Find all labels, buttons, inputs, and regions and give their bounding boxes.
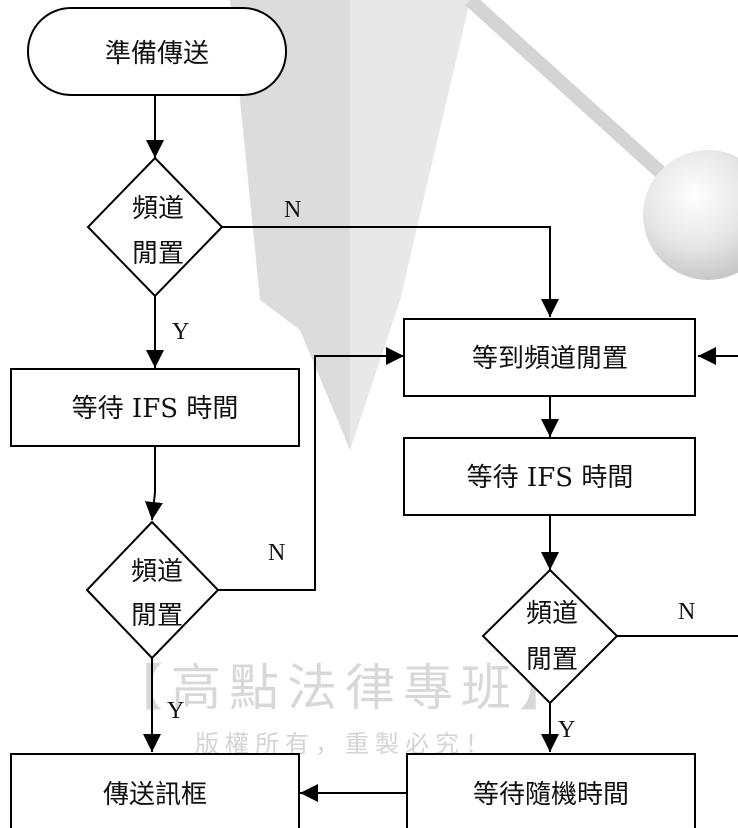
node-wait-idle-label: 等到頻道閒置 [472, 344, 628, 374]
edge-d2-no [218, 347, 404, 591]
node-decision-1-line2: 閒置 [132, 239, 184, 269]
node-wait-ifs-left-label: 等待 IFS 時間 [72, 394, 239, 424]
node-wait-ifs-right: 等待 IFS 時間 [403, 437, 696, 516]
node-decision-3-line1: 頻道 [526, 599, 578, 629]
node-decision-1-line1: 頻道 [132, 194, 184, 224]
edge-label-d3-no: N [678, 599, 695, 625]
edge-label-d1-yes: Y [172, 319, 189, 345]
node-send-frame: 傳送訊框 [10, 753, 300, 828]
background-crystal-facet [350, 0, 470, 450]
edge-d1-no [222, 226, 559, 317]
node-wait-idle: 等到頻道閒置 [403, 318, 696, 397]
edge-labels: N Y N Y N Y [167, 197, 695, 743]
background-sphere [643, 150, 738, 280]
node-start-label: 準備傳送 [105, 39, 209, 69]
edge-ifs-to-d2 [144, 446, 163, 521]
edge-label-d3-yes: Y [558, 717, 575, 743]
node-decision-3: 頻道 閒置 [481, 568, 619, 705]
node-decision-2-line1: 頻道 [131, 557, 183, 587]
node-wait-ifs-right-label: 等待 IFS 時間 [467, 463, 634, 493]
node-decision-1: 頻道 閒置 [86, 156, 224, 298]
watermark-title: 【高點法律專班】 [113, 659, 577, 717]
node-decision-2: 頻道 閒置 [85, 520, 220, 660]
edge-label-d2-no: N [268, 540, 285, 566]
node-wait-random-label: 等待隨機時間 [473, 780, 629, 810]
background-rod [465, 0, 685, 196]
connectors [143, 95, 738, 802]
node-send-frame-label: 傳送訊框 [103, 780, 207, 810]
edge-label-d2-yes: Y [167, 698, 184, 724]
edge-label-d1-no: N [284, 197, 301, 223]
node-start: 準備傳送 [27, 7, 287, 96]
node-wait-random: 等待隨機時間 [406, 753, 696, 828]
node-decision-3-line2: 閒置 [526, 645, 578, 675]
node-wait-ifs-left: 等待 IFS 時間 [10, 368, 300, 447]
background-art [230, 0, 738, 450]
watermark: 【高點法律專班】 版權所有，重製必究！ [113, 659, 577, 758]
node-decision-2-line2: 閒置 [131, 601, 183, 631]
